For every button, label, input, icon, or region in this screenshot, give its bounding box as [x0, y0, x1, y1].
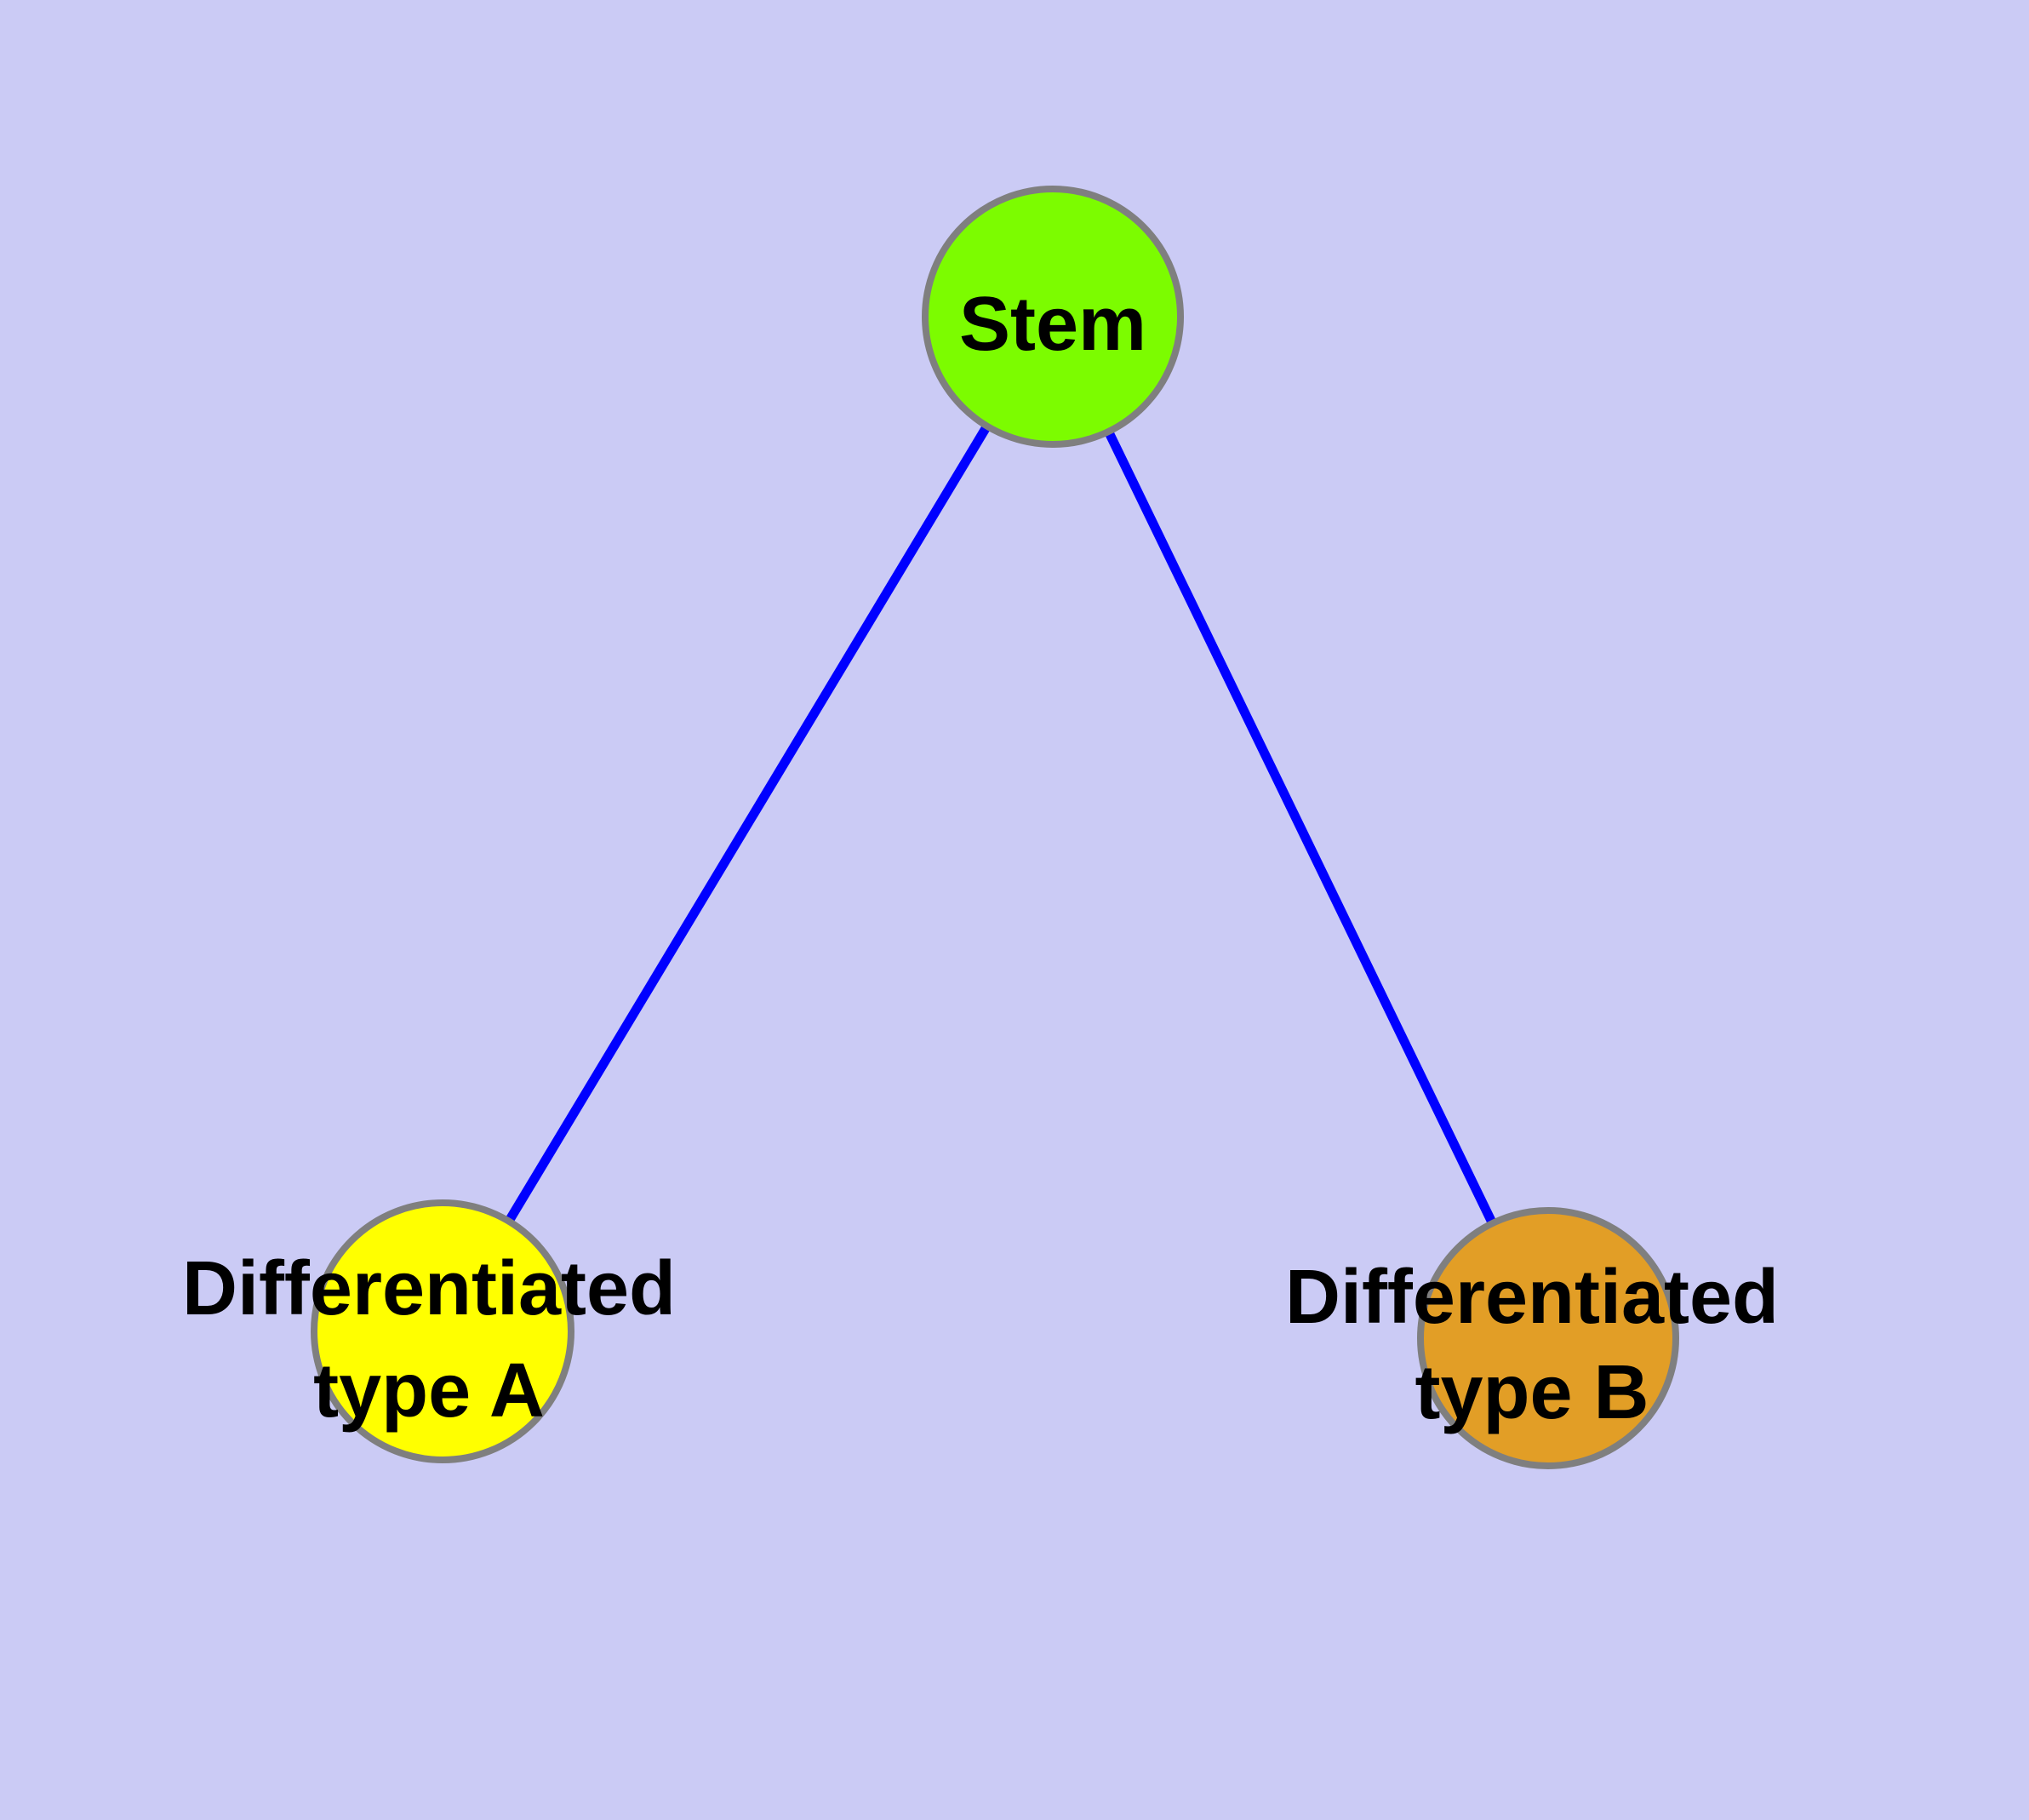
node-stem-label: Stem [959, 282, 1146, 367]
node-type-b-label-line2: type B [1415, 1350, 1649, 1435]
node-differentiated-type-b[interactable] [1417, 1207, 1679, 1469]
node-type-a-label-line2: type A [313, 1348, 545, 1434]
node-differentiated-type-a[interactable] [311, 1199, 574, 1463]
edge-stem-to-type-b [1049, 314, 1552, 1341]
node-type-b-label-line1: Differentiated [1285, 1255, 1779, 1340]
node-type-a-label-line1: Differentiated [182, 1246, 676, 1331]
node-stem[interactable] [922, 186, 1184, 448]
edge-stem-to-type-a [438, 314, 1057, 1334]
